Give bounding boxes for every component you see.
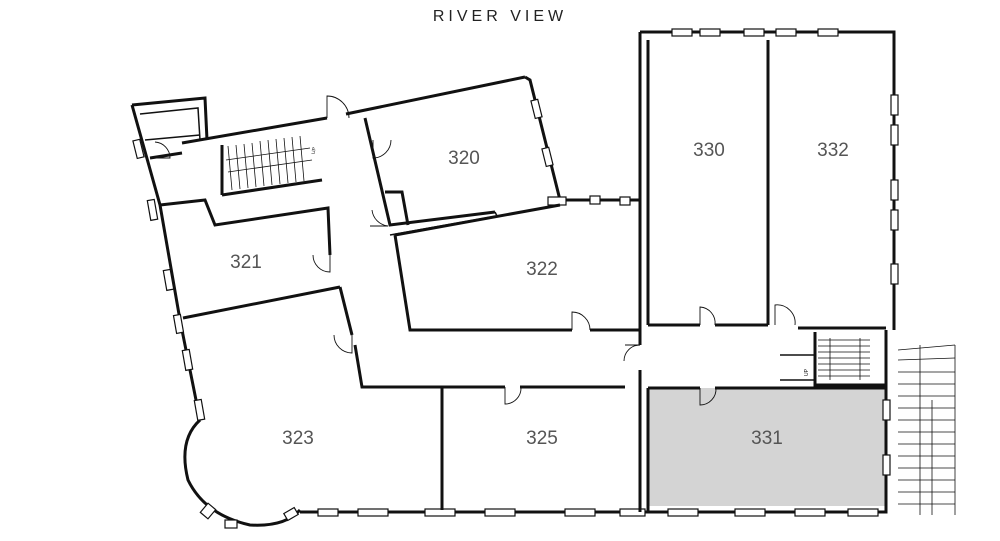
interior-walls <box>139 40 886 512</box>
plan-title: RIVER VIEW <box>432 8 568 25</box>
room-331-label[interactable]: 331 <box>751 428 783 449</box>
exterior-steps <box>897 344 956 515</box>
stairs-northwest: UP <box>225 135 318 191</box>
stair-up-note-1: UP <box>311 146 318 155</box>
room-labels: 320 321 322 323 325 330 331 332 <box>230 140 849 449</box>
room-320-label[interactable]: 320 <box>448 148 480 169</box>
room-332-label[interactable]: 332 <box>817 140 849 161</box>
room-323-label[interactable]: 323 <box>282 428 314 449</box>
doors <box>154 95 796 406</box>
stair-up-note-2: UP <box>804 368 810 376</box>
stairs-northeast: UP <box>804 338 870 380</box>
room-331-highlight[interactable] <box>648 388 886 506</box>
windows <box>132 28 899 529</box>
room-321-label[interactable]: 321 <box>230 252 262 273</box>
room-330-label[interactable]: 330 <box>693 140 725 161</box>
room-322-label[interactable]: 322 <box>526 259 558 280</box>
room-325-label[interactable]: 325 <box>526 428 558 449</box>
